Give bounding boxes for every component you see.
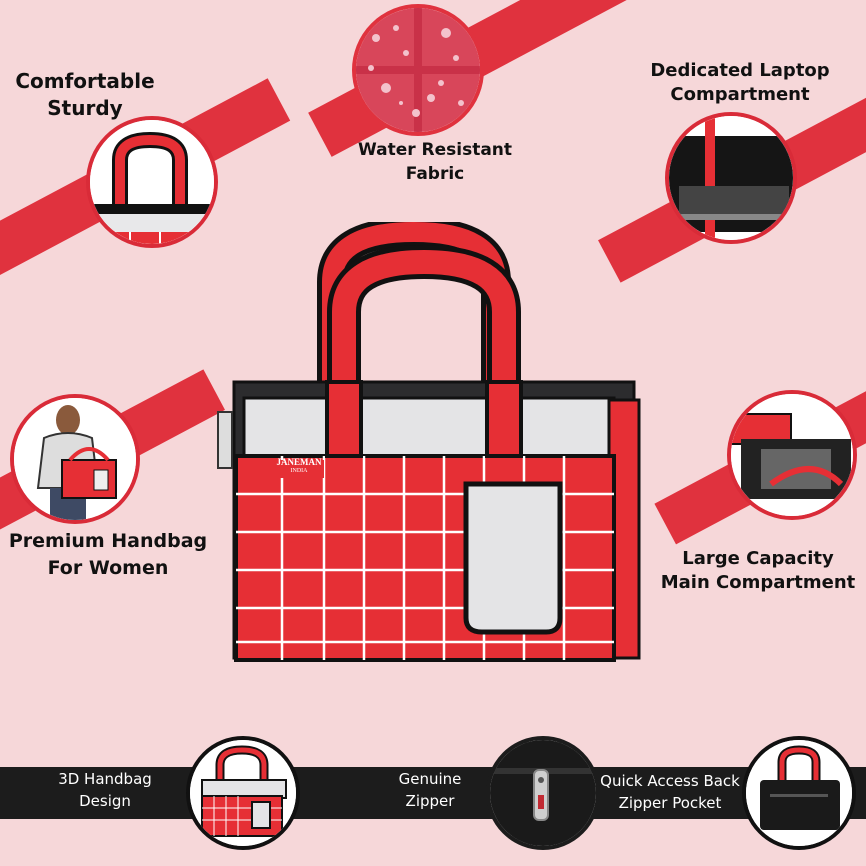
bottom-feature-bar [0, 767, 866, 819]
capacity-detail-circle [727, 390, 857, 520]
model-photo-circle [10, 394, 140, 524]
zipper-circle [486, 736, 600, 850]
fabric-detail-circle [352, 4, 484, 136]
water-drops-image [356, 8, 480, 132]
handle-detail-image [90, 120, 214, 244]
back-pocket-bag-image [746, 740, 852, 846]
laptop-label: Dedicated Laptop Compartment [620, 59, 860, 107]
comfortable-label: Comfortable Sturdy [10, 68, 160, 122]
comfortable-line2: Sturdy [47, 96, 123, 120]
pocket-label: Quick Access Back Zipper Pocket [600, 770, 740, 814]
brand-sub: INDIA [290, 468, 308, 474]
capacity-line1: Large Capacity [682, 548, 834, 569]
laptop-detail-circle [665, 112, 797, 244]
pocket-circle [742, 736, 856, 850]
design-circle [186, 736, 300, 850]
pocket-line1: Quick Access Back [600, 772, 740, 790]
main-handbag-image [217, 222, 641, 662]
laptop-line2: Compartment [670, 84, 810, 105]
water-line2: Fabric [405, 164, 465, 184]
laptop-compartment-image [669, 116, 793, 240]
woman-with-bag-image [14, 398, 136, 520]
design-line1: 3D Handbag [58, 770, 152, 788]
brand-main: JANEMAN [276, 457, 322, 467]
laptop-line1: Dedicated Laptop [650, 60, 830, 81]
pocket-line2: Zipper Pocket [618, 794, 722, 812]
capacity-line2: Main Compartment [660, 572, 856, 593]
zipper-line2: Zipper [405, 792, 455, 810]
design-label: 3D Handbag Design [30, 768, 180, 812]
zipper-pull-image [490, 740, 596, 846]
premium-label: Premium Handbag For Women [6, 528, 210, 582]
brand-logo: JANEMAN INDIA [276, 458, 322, 476]
zipper-label: Genuine Zipper [370, 768, 490, 812]
handle-detail-circle [86, 116, 218, 248]
mini-handbag-image [190, 740, 296, 846]
zipper-line1: Genuine [398, 770, 462, 788]
capacity-label: Large Capacity Main Compartment [648, 547, 866, 595]
water-line1: Water Resistant [357, 140, 513, 160]
open-bag-image [731, 394, 853, 516]
premium-line2: For Women [47, 557, 169, 579]
comfortable-line1: Comfortable [15, 69, 155, 93]
design-line2: Design [79, 792, 131, 810]
water-resistant-label: Water Resistant Fabric [340, 138, 530, 186]
premium-line1: Premium Handbag [8, 530, 208, 552]
